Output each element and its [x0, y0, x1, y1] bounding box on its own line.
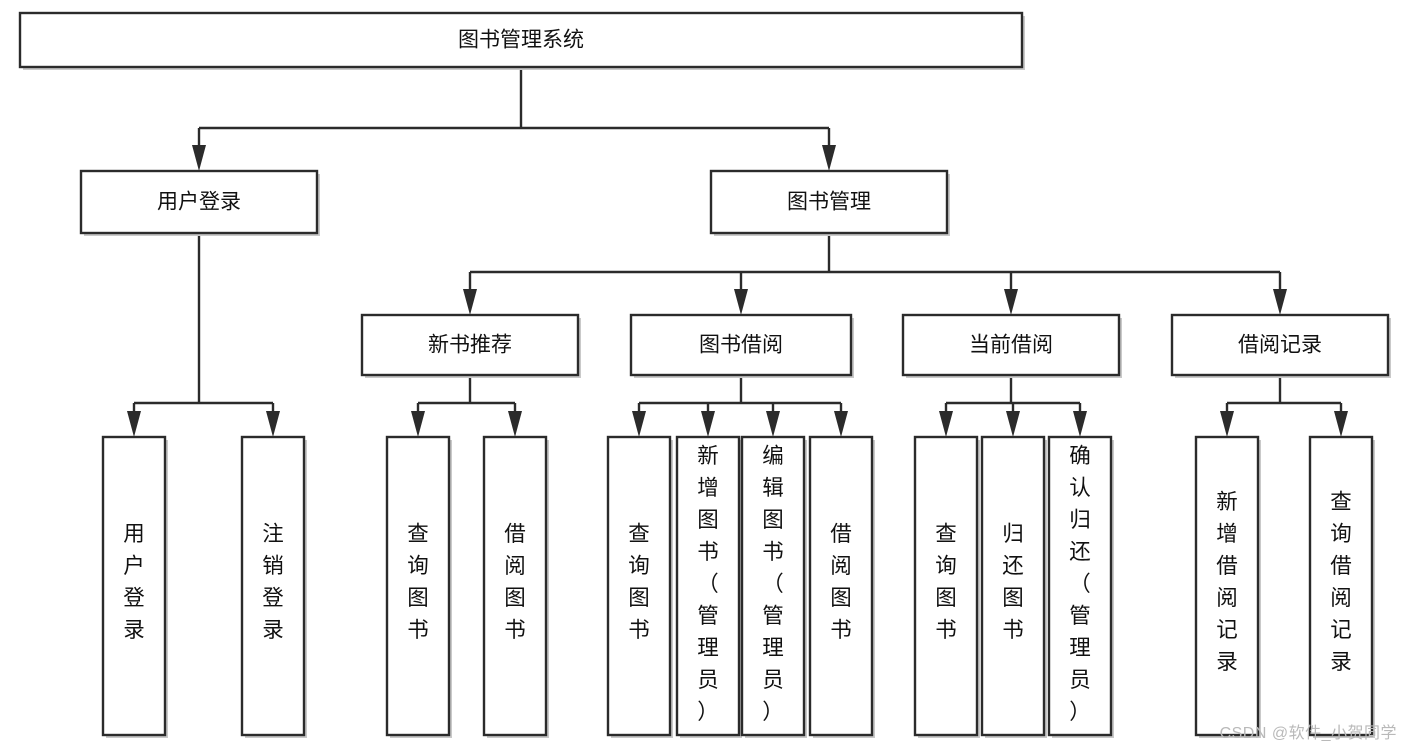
- node-label: 借阅记录: [1238, 334, 1322, 357]
- node-label: 查询图书: [628, 522, 650, 642]
- arrow-head-icon: [1006, 411, 1020, 437]
- node-leaf-borrow-2[interactable]: 借阅图书: [808, 435, 875, 738]
- node-box[interactable]: [913, 435, 979, 737]
- arrow-head-icon: [1273, 289, 1287, 315]
- arrow-head-icon: [192, 145, 206, 171]
- node-box[interactable]: [1308, 435, 1374, 737]
- arrow-head-icon: [1004, 289, 1018, 315]
- node-box[interactable]: [980, 435, 1046, 737]
- arrow-head-icon: [834, 411, 848, 437]
- node-box[interactable]: [709, 169, 949, 235]
- node-book-borrow[interactable]: 图书借阅: [629, 313, 854, 378]
- node-box[interactable]: [1047, 435, 1113, 737]
- arrow-head-icon: [127, 411, 141, 437]
- arrow-head-icon: [463, 289, 477, 315]
- arrow-head-icon: [1220, 411, 1234, 437]
- node-box[interactable]: [808, 435, 874, 737]
- node-box[interactable]: [1194, 435, 1260, 737]
- node-leaf-query-1[interactable]: 查询图书: [385, 435, 452, 738]
- node-leaf-add-rec[interactable]: 新增借阅记录: [1194, 435, 1261, 738]
- node-leaf-query-3[interactable]: 查询图书: [913, 435, 980, 738]
- node-box[interactable]: [606, 435, 672, 737]
- arrow-head-icon: [266, 411, 280, 437]
- node-leaf-borrow-1[interactable]: 借阅图书: [482, 435, 549, 738]
- node-new-book-rec[interactable]: 新书推荐: [360, 313, 581, 378]
- node-leaf-query-rec[interactable]: 查询借阅记录: [1308, 435, 1375, 738]
- node-label: 确认归还（管理员）: [1069, 444, 1091, 724]
- node-borrow-record[interactable]: 借阅记录: [1170, 313, 1391, 378]
- node-box[interactable]: [629, 313, 853, 377]
- node-current-borrow[interactable]: 当前借阅: [901, 313, 1122, 378]
- arrow-head-icon: [766, 411, 780, 437]
- node-leaf-add-book[interactable]: 新增图书（管理员）: [675, 435, 742, 738]
- node-label: 借阅图书: [830, 522, 852, 642]
- node-book-mgmt[interactable]: 图书管理: [709, 169, 950, 236]
- node-box[interactable]: [18, 11, 1024, 69]
- node-box[interactable]: [385, 435, 451, 737]
- edge-layer: [127, 67, 1348, 437]
- node-label: 查询借阅记录: [1330, 490, 1352, 674]
- node-root[interactable]: 图书管理系统: [18, 11, 1025, 70]
- node-leaf-return[interactable]: 归还图书: [980, 435, 1047, 738]
- node-label: 当前借阅: [969, 334, 1053, 357]
- arrow-head-icon: [822, 145, 836, 171]
- arrow-head-icon: [1334, 411, 1348, 437]
- node-label: 查询图书: [407, 522, 429, 642]
- node-label: 编辑图书（管理员）: [762, 444, 784, 724]
- node-box[interactable]: [101, 435, 167, 737]
- node-leaf-confirm[interactable]: 确认归还（管理员）: [1047, 435, 1114, 738]
- node-leaf-logout[interactable]: 注销登录: [240, 435, 307, 738]
- node-leaf-user-login[interactable]: 用户登录: [101, 435, 168, 738]
- watermark-label: CSDN @软件_小贺同学: [1219, 725, 1397, 742]
- node-box[interactable]: [482, 435, 548, 737]
- node-label: 注销登录: [262, 522, 284, 642]
- node-box[interactable]: [901, 313, 1121, 377]
- node-label: 用户登录: [157, 191, 241, 214]
- node-leaf-query-2[interactable]: 查询图书: [606, 435, 673, 738]
- node-label: 用户登录: [123, 522, 145, 642]
- node-label: 图书管理系统: [458, 29, 584, 52]
- arrow-head-icon: [1073, 411, 1087, 437]
- node-label: 新增图书（管理员）: [697, 444, 719, 724]
- node-user-login[interactable]: 用户登录: [79, 169, 320, 236]
- node-label: 图书管理: [787, 191, 871, 214]
- arrow-head-icon: [508, 411, 522, 437]
- node-box[interactable]: [1170, 313, 1390, 377]
- node-box[interactable]: [675, 435, 741, 737]
- node-label: 新增借阅记录: [1216, 490, 1238, 674]
- node-layer: 图书管理系统用户登录图书管理新书推荐图书借阅当前借阅借阅记录用户登录注销登录查询…: [18, 11, 1391, 738]
- arrow-head-icon: [632, 411, 646, 437]
- node-box[interactable]: [740, 435, 806, 737]
- node-label: 归还图书: [1002, 522, 1024, 642]
- node-label: 新书推荐: [428, 334, 512, 357]
- node-label: 图书借阅: [699, 334, 783, 357]
- node-leaf-edit-book[interactable]: 编辑图书（管理员）: [740, 435, 807, 738]
- node-box[interactable]: [79, 169, 319, 235]
- node-label: 查询图书: [935, 522, 957, 642]
- node-box[interactable]: [240, 435, 306, 737]
- arrow-head-icon: [701, 411, 715, 437]
- node-box[interactable]: [360, 313, 580, 377]
- arrow-head-icon: [939, 411, 953, 437]
- arrow-head-icon: [734, 289, 748, 315]
- arrow-head-icon: [411, 411, 425, 437]
- node-label: 借阅图书: [504, 522, 526, 642]
